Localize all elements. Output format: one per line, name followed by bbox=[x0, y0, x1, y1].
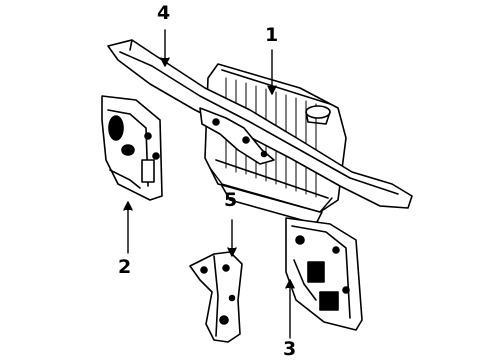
arrowhead-1 bbox=[267, 85, 277, 95]
left-side-panel-icon bbox=[101, 95, 163, 201]
arrowhead-3 bbox=[285, 279, 295, 289]
upper-support-bar-icon bbox=[107, 39, 413, 209]
callout-2: 2 bbox=[118, 256, 132, 278]
callout-4: 4 bbox=[157, 2, 171, 24]
right-side-panel-icon bbox=[285, 217, 363, 331]
callout-1: 1 bbox=[265, 24, 279, 46]
callout-3: 3 bbox=[283, 338, 297, 360]
arrowhead-2 bbox=[123, 201, 133, 211]
arrowhead-5 bbox=[227, 247, 237, 257]
arrowhead-4 bbox=[160, 57, 170, 67]
leader-lines bbox=[123, 29, 295, 339]
callout-5: 5 bbox=[224, 189, 238, 211]
center-brace-icon bbox=[189, 251, 243, 343]
